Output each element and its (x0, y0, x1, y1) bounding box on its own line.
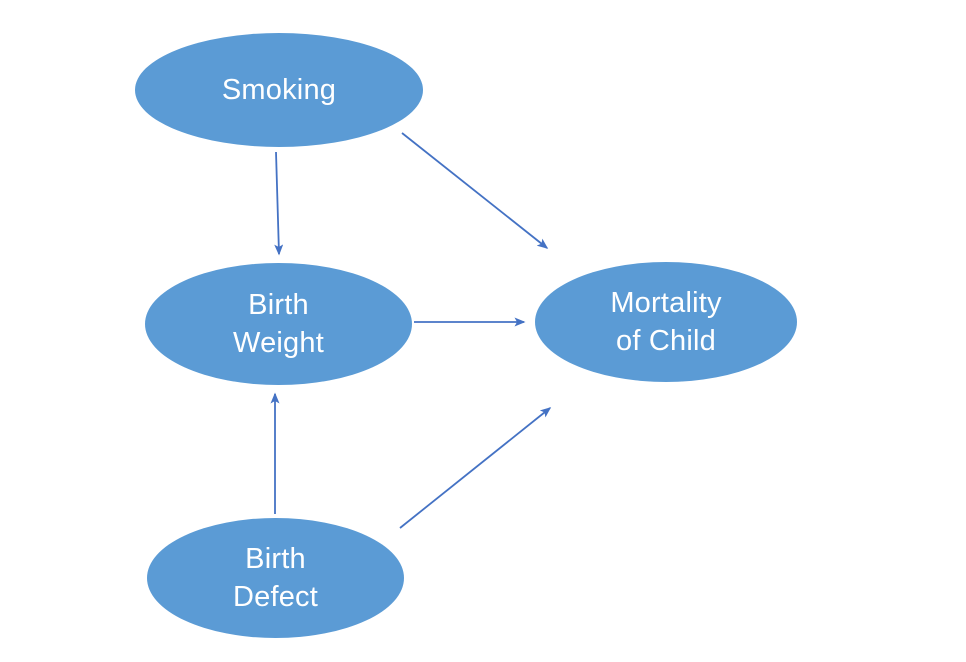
node-birth-weight-label-line1: Birth (248, 288, 309, 321)
node-mortality-of-child: Mortality of Child (535, 262, 797, 382)
node-birth-defect: Birth Defect (147, 518, 404, 638)
node-mortality-label-line1: Mortality (610, 286, 722, 319)
edge-smoking-to-mortality (401, 132, 549, 249)
edge-birth-defect-to-mortality (399, 407, 552, 529)
node-birth-weight: Birth Weight (145, 263, 412, 385)
edge-smoking-to-birth-weight (274, 151, 284, 256)
node-smoking: Smoking (135, 33, 423, 147)
node-birth-defect-label-line2: Defect (232, 581, 318, 613)
node-birth-defect-label-line1: Birth (245, 542, 306, 575)
node-birth-weight-label-line2: Weight (233, 327, 324, 359)
node-smoking-label: Smoking (221, 73, 337, 106)
node-mortality-label-line2: of Child (616, 325, 716, 357)
